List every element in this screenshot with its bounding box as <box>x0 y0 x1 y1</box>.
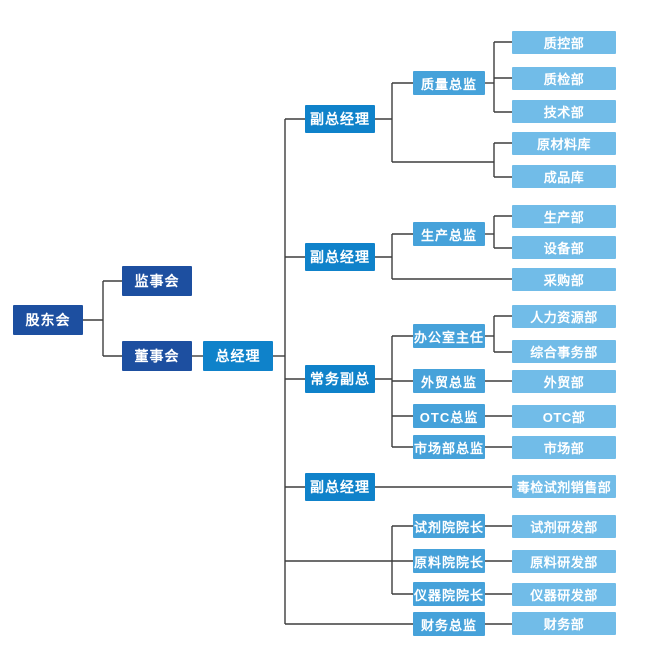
org-node-deputy-gm-1: 副总经理 <box>305 105 375 133</box>
org-node-quality-director: 质量总监 <box>413 71 485 95</box>
org-node-instrument-institute-dean: 仪器院院长 <box>413 582 485 606</box>
org-node-general-manager: 总经理 <box>203 341 273 371</box>
org-node-otc-director: OTC总监 <box>413 404 485 428</box>
org-node-production-director: 生产总监 <box>413 222 485 246</box>
org-node-board-of-directors: 董事会 <box>122 341 192 371</box>
org-node-production-dept: 生产部 <box>512 205 616 228</box>
org-node-technology-dept: 技术部 <box>512 100 616 123</box>
org-node-qc-dept: 质控部 <box>512 31 616 54</box>
org-node-finance-director: 财务总监 <box>413 612 485 636</box>
org-node-material-institute-dean: 原料院院长 <box>413 549 485 573</box>
org-node-reagent-rd-dept: 试剂研发部 <box>512 515 616 538</box>
org-node-supervisory-board: 监事会 <box>122 266 192 296</box>
org-node-finance-dept: 财务部 <box>512 612 616 635</box>
org-node-hr-dept: 人力资源部 <box>512 305 616 328</box>
org-node-foreign-trade-dept: 外贸部 <box>512 370 616 393</box>
org-node-executive-deputy-gm: 常务副总 <box>305 365 375 393</box>
org-node-shareholders-meeting: 股东会 <box>13 305 83 335</box>
org-node-general-affairs-dept: 综合事务部 <box>512 340 616 363</box>
org-node-toxicology-reagent-sales-dept: 毒检试剂销售部 <box>512 475 616 498</box>
org-node-reagent-institute-dean: 试剂院院长 <box>413 514 485 538</box>
org-node-market-dept: 市场部 <box>512 436 616 459</box>
org-node-finished-goods-warehouse: 成品库 <box>512 165 616 188</box>
org-node-otc-dept: OTC部 <box>512 405 616 428</box>
org-node-equipment-dept: 设备部 <box>512 236 616 259</box>
org-node-foreign-trade-director: 外贸总监 <box>413 369 485 393</box>
org-node-instrument-rd-dept: 仪器研发部 <box>512 583 616 606</box>
org-node-market-dept-director: 市场部总监 <box>413 435 485 459</box>
org-node-purchasing-dept: 采购部 <box>512 268 616 291</box>
org-node-deputy-gm-3: 副总经理 <box>305 473 375 501</box>
org-node-office-director: 办公室主任 <box>413 324 485 348</box>
org-node-quality-inspection-dept: 质检部 <box>512 67 616 90</box>
org-node-raw-material-warehouse: 原材料库 <box>512 132 616 155</box>
org-node-deputy-gm-2: 副总经理 <box>305 243 375 271</box>
org-node-material-rd-dept: 原料研发部 <box>512 550 616 573</box>
